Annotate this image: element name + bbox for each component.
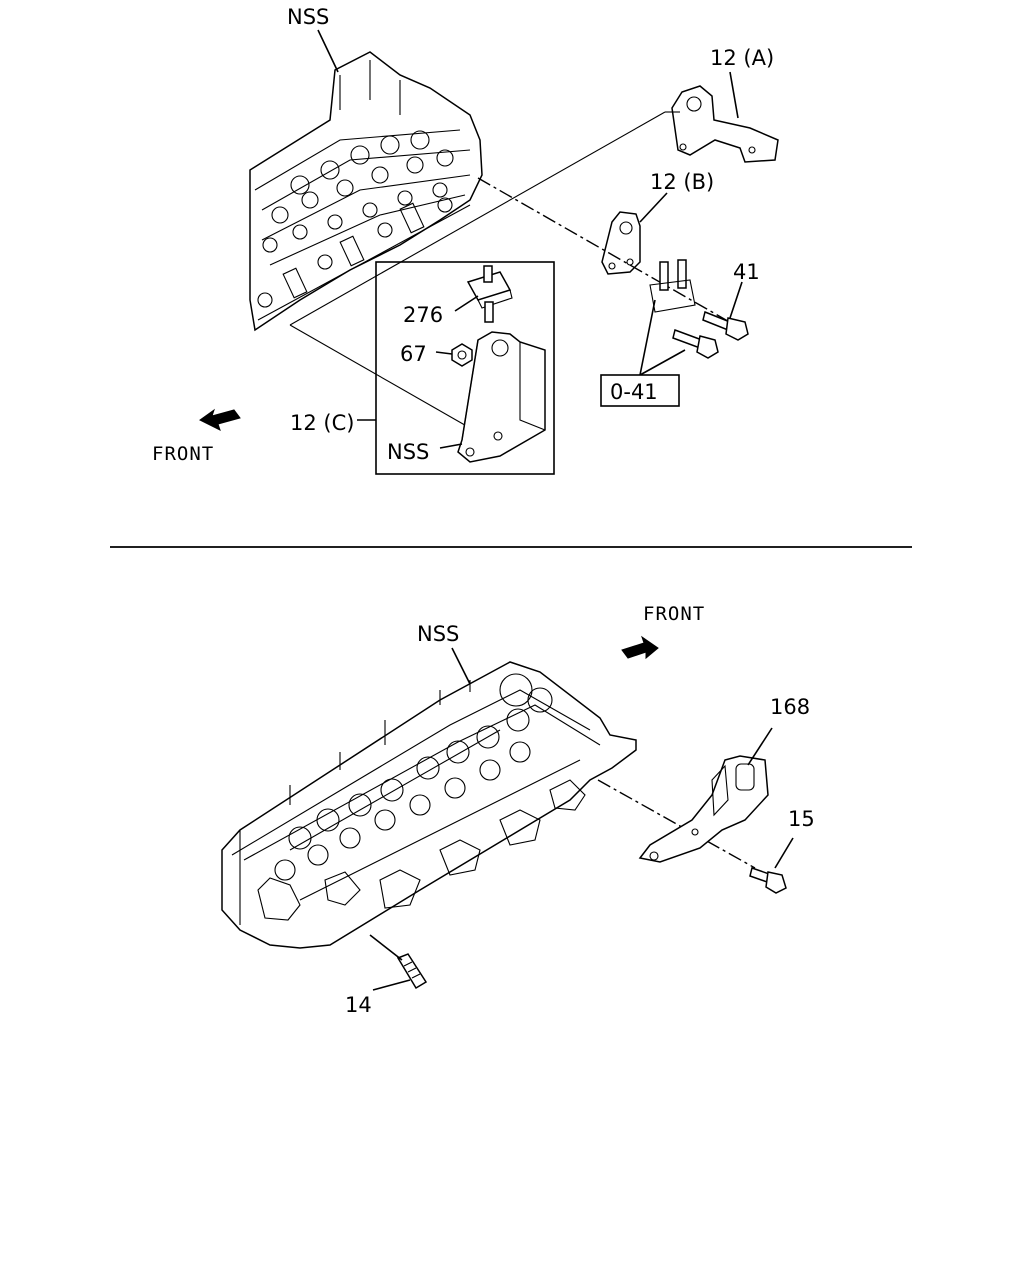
front-arrow-icon bbox=[199, 408, 241, 431]
callout-bolt-41: 41 bbox=[733, 260, 760, 284]
callout-stud-276: 276 bbox=[403, 303, 443, 327]
callout-bracket-168: 168 bbox=[770, 695, 810, 719]
callout-bolt-15: 15 bbox=[788, 807, 815, 831]
callout-nut-67: 67 bbox=[400, 342, 427, 366]
nut-67 bbox=[451, 343, 473, 367]
bolt-15 bbox=[749, 867, 787, 894]
callout-nss-head-bottom: NSS bbox=[417, 622, 459, 646]
callout-nss-head-top: NSS bbox=[287, 5, 329, 29]
callout-stud-14: 14 bbox=[345, 993, 372, 1017]
front-label-top: FRONT bbox=[152, 443, 214, 465]
bracket-12c bbox=[457, 331, 546, 463]
bracket-12b bbox=[601, 211, 641, 275]
top-view: NSS 12 (A) 12 (B) 41 276 67 12 (C) NSS 0… bbox=[152, 5, 779, 475]
callout-nss-bracket: NSS bbox=[387, 440, 429, 464]
callout-bracket-12c: 12 (C) bbox=[290, 411, 354, 435]
bracket-168 bbox=[638, 755, 769, 863]
stud-14 bbox=[396, 953, 428, 990]
bracket-12a bbox=[671, 85, 779, 163]
stud-276 bbox=[466, 265, 513, 323]
boxed-ref-frame bbox=[600, 374, 680, 407]
bolt-41 bbox=[702, 310, 749, 341]
pin-set bbox=[649, 259, 696, 313]
inset-box-12c bbox=[375, 261, 555, 475]
front-arrow-icon bbox=[621, 635, 659, 660]
callout-bracket-12b: 12 (B) bbox=[650, 170, 714, 194]
callout-bracket-12a: 12 (A) bbox=[710, 46, 774, 70]
boxed-ref-label: 0-41 bbox=[610, 380, 658, 404]
cylinder-head-top bbox=[249, 51, 483, 332]
cylinder-head-bottom bbox=[221, 661, 637, 949]
bottom-view: NSS 168 15 14 FRONT bbox=[221, 603, 815, 1017]
bolt-0-41 bbox=[672, 329, 719, 359]
front-label-bottom: FRONT bbox=[643, 603, 705, 625]
